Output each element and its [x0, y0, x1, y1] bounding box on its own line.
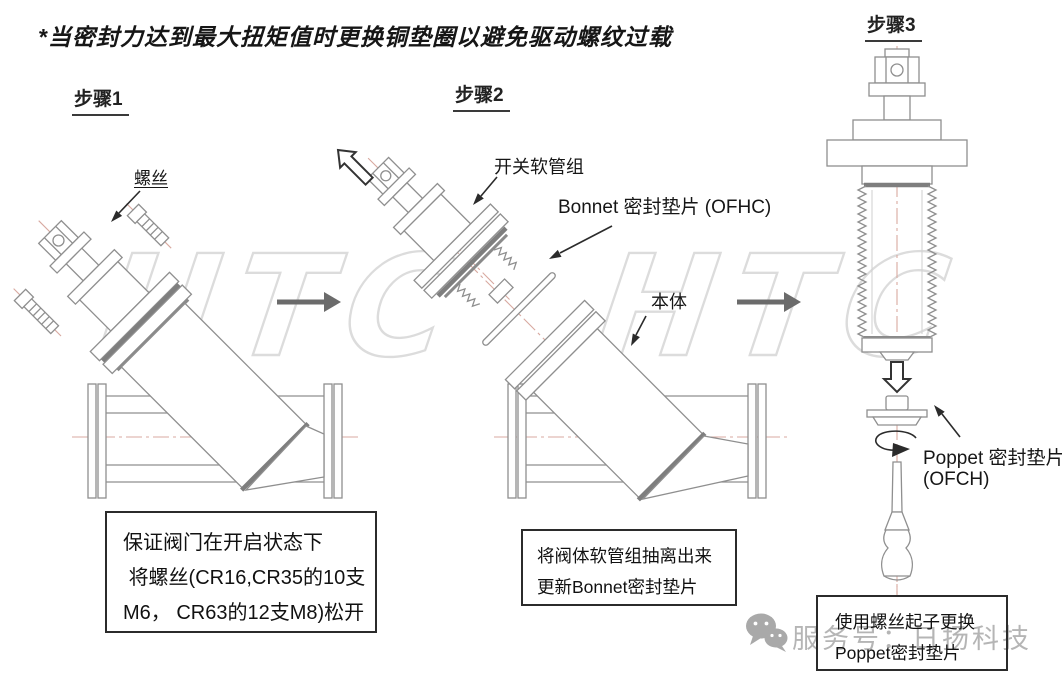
caption-line: Poppet密封垫片	[835, 643, 961, 663]
caption-line: M6， CR63的12支M8)松开	[123, 602, 365, 624]
caption-line: 将阀体软管组抽离出来	[537, 546, 712, 566]
step2-valve-drawing	[336, 148, 788, 502]
step1-valve-drawing	[13, 203, 362, 499]
down-arrow-icon	[881, 361, 913, 394]
caption-line: 保证阀门在开启状态下	[123, 532, 323, 554]
screw-1	[126, 203, 172, 249]
housing-block	[852, 119, 942, 141]
leader-arrow-body	[631, 315, 647, 346]
screwdriver-drawing	[881, 456, 913, 596]
wide-flange	[826, 139, 968, 167]
label-poppet-gasket-line1: Poppet 密封垫片	[923, 448, 1062, 469]
leader-arrow-screw	[111, 190, 141, 222]
label-hose-assembly: 开关软管组	[494, 157, 584, 177]
screwdriver-handle	[881, 529, 913, 577]
seat-seam	[636, 431, 707, 502]
label-bonnet-gasket: Bonnet 密封垫片 (OFHC)	[558, 197, 772, 218]
poppet-nub	[885, 395, 909, 411]
step1-title: 步骤1	[72, 84, 129, 116]
bonnet-flange	[413, 203, 500, 290]
body-flange	[504, 299, 595, 390]
label-body: 本体	[651, 292, 687, 312]
top-cap	[884, 48, 910, 58]
stem-tip	[488, 278, 514, 304]
collar	[861, 165, 933, 185]
step-arrow-2	[737, 292, 801, 312]
caption-line: 将螺丝(CR16,CR35的10支	[123, 567, 366, 589]
step1-caption-box: 保证阀门在开启状态下 将螺丝(CR16,CR35的10支 M6， CR63的12…	[105, 511, 377, 633]
leader-arrow-poppet-gasket	[934, 405, 961, 438]
bonnet-body-assembly	[37, 219, 310, 492]
stem	[883, 95, 911, 121]
extract-arrow-icon	[336, 148, 375, 187]
step3-bellows-drawing	[826, 46, 968, 596]
pipe-flange-right	[323, 383, 343, 499]
label-screw: 螺丝	[134, 169, 168, 188]
step2-title: 步骤2	[453, 80, 510, 112]
service-account-watermark: 服务号：日扬科技	[792, 624, 1032, 654]
top-flange	[868, 82, 926, 97]
bottom-collar	[861, 337, 933, 353]
seat-nose	[244, 425, 325, 491]
caption-line: 更新Bonnet密封垫片	[537, 577, 698, 597]
valve-body-assembly	[427, 222, 707, 502]
caption-line: 使用螺丝起子更换	[835, 612, 975, 632]
bellows	[456, 246, 518, 308]
leader-arrow-hose	[473, 176, 498, 205]
step-arrow-1	[277, 292, 341, 312]
note-text: *当密封力达到最大扭矩值时更换铜垫圈以避免驱动螺纹过载	[38, 24, 672, 50]
label-poppet-gasket-line2: (OFCH)	[923, 469, 990, 490]
step3-title: 步骤3	[865, 10, 922, 42]
poppet-disc	[866, 409, 928, 418]
bellows	[856, 185, 938, 339]
pipe-flange-left	[87, 383, 107, 499]
htc-watermark-2: HTC	[587, 226, 973, 389]
pipe-flange-left	[507, 383, 527, 499]
hose-assembly-drawing	[366, 156, 518, 308]
step2-caption-box: 将阀体软管组抽离出来 更新Bonnet密封垫片	[521, 529, 737, 606]
pipe-flange-right	[747, 383, 767, 499]
rotate-arrow-icon	[875, 430, 917, 457]
hex-nut	[366, 156, 406, 196]
leader-arrow-bonnet-gasket	[549, 225, 613, 259]
wechat-icon	[745, 612, 789, 658]
step3-caption-box: 使用螺丝起子更换 Poppet密封垫片	[816, 595, 1008, 671]
screwdriver-blade	[891, 461, 903, 513]
bonnet-flange	[89, 271, 180, 362]
screw-2	[13, 288, 62, 337]
bonnet-gasket-disc	[482, 272, 556, 346]
seat-nose	[641, 435, 749, 501]
hex-nut	[874, 56, 920, 84]
poppet-drawing	[866, 395, 928, 426]
